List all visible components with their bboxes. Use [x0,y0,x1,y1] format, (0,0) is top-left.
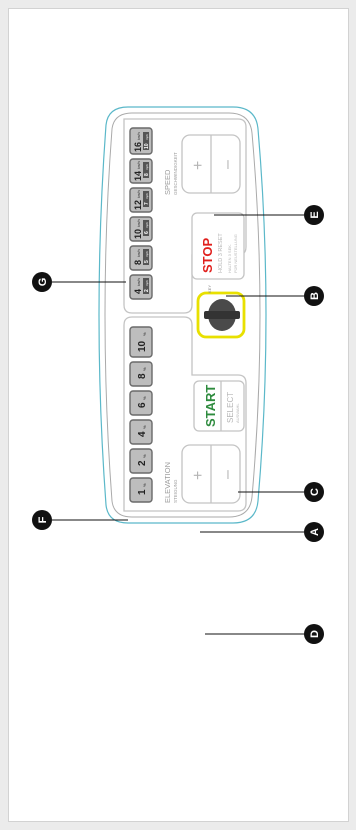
svg-text:mph: mph [145,164,149,170]
stop-hold-seconds: HALTEN 3 SEK. [227,244,232,273]
svg-text:km/h: km/h [137,190,141,198]
speed-preset-kmh: 12 [133,200,143,210]
elevation-preset-4[interactable]: 4 % [129,419,153,445]
speed-preset-mph: 7 [144,202,150,205]
svg-text:km/h: km/h [137,161,141,169]
callout-f: F [32,510,52,530]
callout-c: C [304,482,324,502]
speed-preset-kmh: 10 [133,229,143,239]
elevation-preset-value: 2 [137,460,148,466]
svg-text:mph: mph [145,134,149,140]
callout-leader-lines [52,214,304,635]
select-label: SELECT [226,392,235,423]
elevation-preset-value: 1 [137,489,148,495]
stop-label: STOP [200,238,215,273]
svg-text:%: % [142,454,147,458]
speed-preset-14[interactable]: 14 km/h 8 mph [129,158,153,184]
select-sublabel: AUSWAHL [235,403,240,423]
speed-subtitle: GESCHWINDIGKEIT [173,152,178,195]
speed-title: SPEED [163,169,172,195]
elevation-presets: 1 % 2 % 4 % 6 % 8 % [129,326,153,503]
elevation-minus-button[interactable]: – [213,447,238,501]
elevation-preset-8[interactable]: 8 % [129,361,153,387]
svg-text:%: % [142,396,147,400]
minus-icon: – [219,160,236,169]
svg-text:C: C [309,488,321,496]
stop-reset-note: FÜR NEUSTELLUNG [233,234,238,273]
callout-e: E [304,205,324,225]
callout-a: A [304,522,324,542]
svg-text:A: A [309,528,321,536]
elevation-preset-10[interactable]: 10 % [129,326,153,358]
speed-preset-10[interactable]: 10 km/h 6 mph [129,216,153,242]
minus-icon: – [219,470,236,479]
elevation-group-outline [123,316,247,512]
elevation-preset-6[interactable]: 6 % [129,390,153,416]
speed-preset-mph: 10 [144,143,150,149]
svg-text:G: G [37,278,49,287]
svg-text:D: D [309,630,321,638]
elevation-preset-1[interactable]: 1 % [129,477,153,503]
speed-preset-mph: 2 [144,289,150,292]
svg-text:%: % [142,483,147,487]
elevation-preset-2[interactable]: 2 % [129,448,153,474]
svg-text:mph: mph [145,193,149,199]
svg-text:km/h: km/h [137,249,141,257]
svg-text:B: B [309,292,321,300]
elevation-title: ELEVATION [163,462,172,503]
svg-text:%: % [142,425,147,429]
speed-preset-12[interactable]: 12 km/h 7 mph [129,187,153,213]
elevation-adjust-buttons: – + [181,444,241,504]
speed-presets: 4 km/h 2 mph 8 km/h 5 mph 10 km/h 6 mph [129,127,153,300]
speed-adjust-buttons: – + [181,134,241,194]
speed-preset-kmh: 4 [133,289,143,294]
speed-minus-button[interactable]: – [213,137,238,191]
callout-b: B [304,286,324,306]
elevation-preset-value: 4 [137,431,148,437]
speed-preset-mph: 8 [144,173,150,176]
callout-g: G [32,272,52,292]
elevation-preset-value: 8 [137,373,148,379]
safety-key[interactable]: KEY [196,285,246,339]
speed-preset-kmh: 16 [133,142,143,152]
svg-text:km/h: km/h [137,132,141,140]
key-label: KEY [207,285,212,293]
svg-text:km/h: km/h [137,219,141,227]
elevation-preset-value: 6 [137,402,148,408]
elevation-plus-button[interactable]: + [184,447,209,501]
speed-preset-mph: 6 [144,231,150,234]
start-select-group: START SELECT AUSWAHL [193,380,245,432]
start-label: START [203,385,218,427]
callout-d: D [304,624,324,644]
svg-text:F: F [37,516,49,523]
speed-plus-button[interactable]: + [184,137,209,191]
speed-preset-16[interactable]: 16 km/h 10 mph [129,127,153,155]
stop-hold-reset: HOLD 3 RESET [218,233,224,273]
svg-text:mph: mph [145,222,149,228]
elevation-subtitle: STEIGUNG [173,479,178,503]
svg-text:%: % [142,332,147,336]
speed-preset-4[interactable]: 4 km/h 2 mph [129,274,153,300]
plus-icon: + [190,161,207,170]
speed-preset-8[interactable]: 8 km/h 5 mph [129,245,153,271]
svg-text:mph: mph [145,280,149,286]
speed-preset-mph: 5 [144,260,150,263]
elevation-preset-value: 10 [137,340,148,352]
svg-text:E: E [309,211,321,218]
select-button[interactable]: SELECT AUSWAHL [222,383,242,429]
svg-text:%: % [142,367,147,371]
svg-text:mph: mph [145,251,149,257]
speed-preset-kmh: 8 [133,260,143,265]
svg-text:km/h: km/h [137,278,141,286]
speed-preset-kmh: 14 [133,171,143,181]
plus-icon: + [190,471,207,480]
start-button[interactable]: START [196,383,220,429]
stop-button[interactable]: STOP HOLD 3 RESET HALTEN 3 SEK. FÜR NEUS… [191,212,245,280]
console-panel: 1 % 2 % 4 % 6 % 8 % [98,106,267,524]
